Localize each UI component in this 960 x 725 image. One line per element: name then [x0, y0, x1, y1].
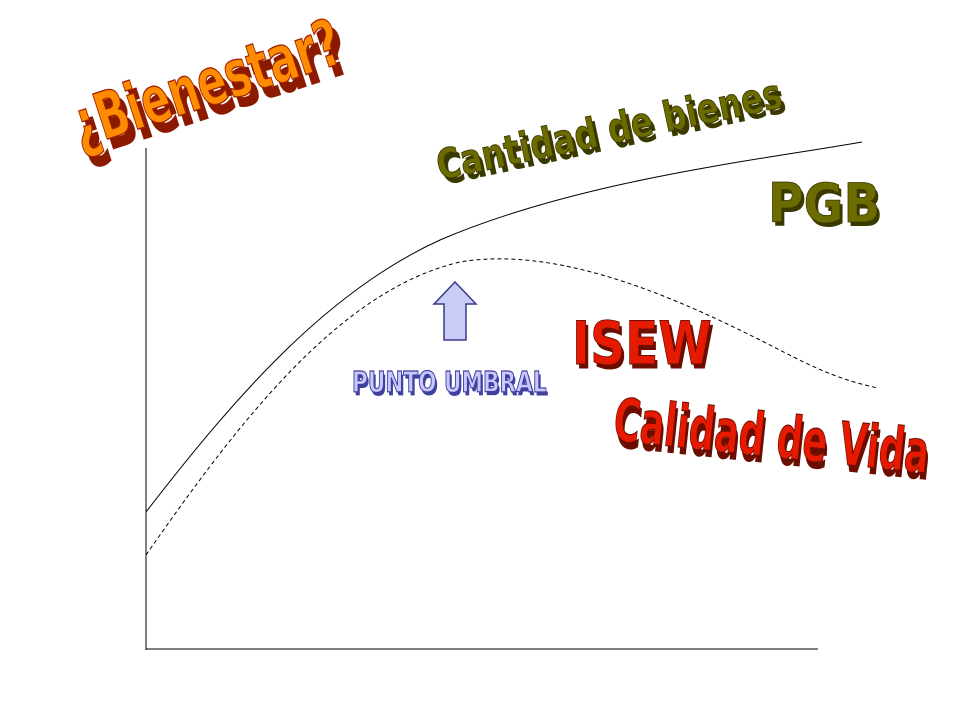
- pgb-group: PGB PGB: [768, 172, 884, 240]
- pgb-shadow: PGB: [771, 177, 884, 240]
- threshold-shadow: PUNTO UMBRAL: [354, 370, 549, 404]
- pgb-label: PGB: [768, 173, 881, 236]
- isew-shadow: ISEW: [575, 314, 715, 383]
- threshold-group: PUNTO UMBRAL PUNTO UMBRAL: [351, 365, 549, 404]
- goods-quantity-group: Cantidad de bienes Cantidad de bienes: [431, 68, 789, 195]
- page-title: ¿Bienestar?: [61, 4, 350, 162]
- threshold-label: PUNTO UMBRAL: [352, 366, 547, 400]
- pgb-curve: [145, 141, 863, 513]
- quality-of-life-group: Calidad de Vida Calidad de Vida: [610, 384, 934, 494]
- isew-group: ISEW ISEW: [572, 309, 715, 383]
- isew-curve: [145, 258, 879, 556]
- up-arrow-icon: [432, 280, 478, 341]
- isew-label: ISEW: [572, 309, 712, 378]
- title-group: ¿Bienestar? ¿Bienestar?: [61, 4, 358, 173]
